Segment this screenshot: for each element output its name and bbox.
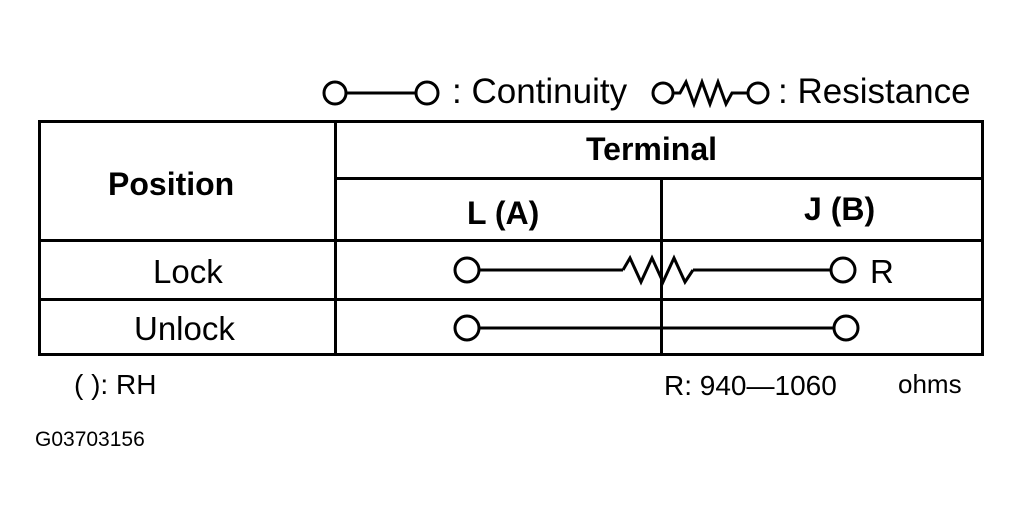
continuity-symbol-icon <box>322 80 440 106</box>
terminal-header-divider <box>334 177 984 180</box>
continuity-legend-label: : Continuity <box>452 72 628 111</box>
resistance-symbol-icon <box>651 78 770 108</box>
position-header: Position <box>108 166 235 202</box>
lock-resistance-suffix: R <box>870 253 894 290</box>
lock-row-divider <box>38 298 984 301</box>
figure-code: G03703156 <box>35 428 145 451</box>
position-lock: Lock <box>153 253 223 290</box>
rh-note: ( ): RH <box>74 369 157 400</box>
resistance-legend-label: : Resistance <box>778 72 971 111</box>
terminal-header: Terminal <box>586 131 717 167</box>
resistance-unit: ohms <box>898 369 962 399</box>
resistance-range-note: R: 940—1060 <box>664 370 837 401</box>
header-row-divider <box>38 239 984 242</box>
terminal-table <box>38 120 984 356</box>
position-column-divider <box>334 120 337 356</box>
position-unlock: Unlock <box>134 310 235 347</box>
terminal-column-l-a: L (A) <box>467 195 540 231</box>
terminal-column-j-b: J (B) <box>804 191 876 227</box>
terminal-column-divider <box>660 177 663 356</box>
